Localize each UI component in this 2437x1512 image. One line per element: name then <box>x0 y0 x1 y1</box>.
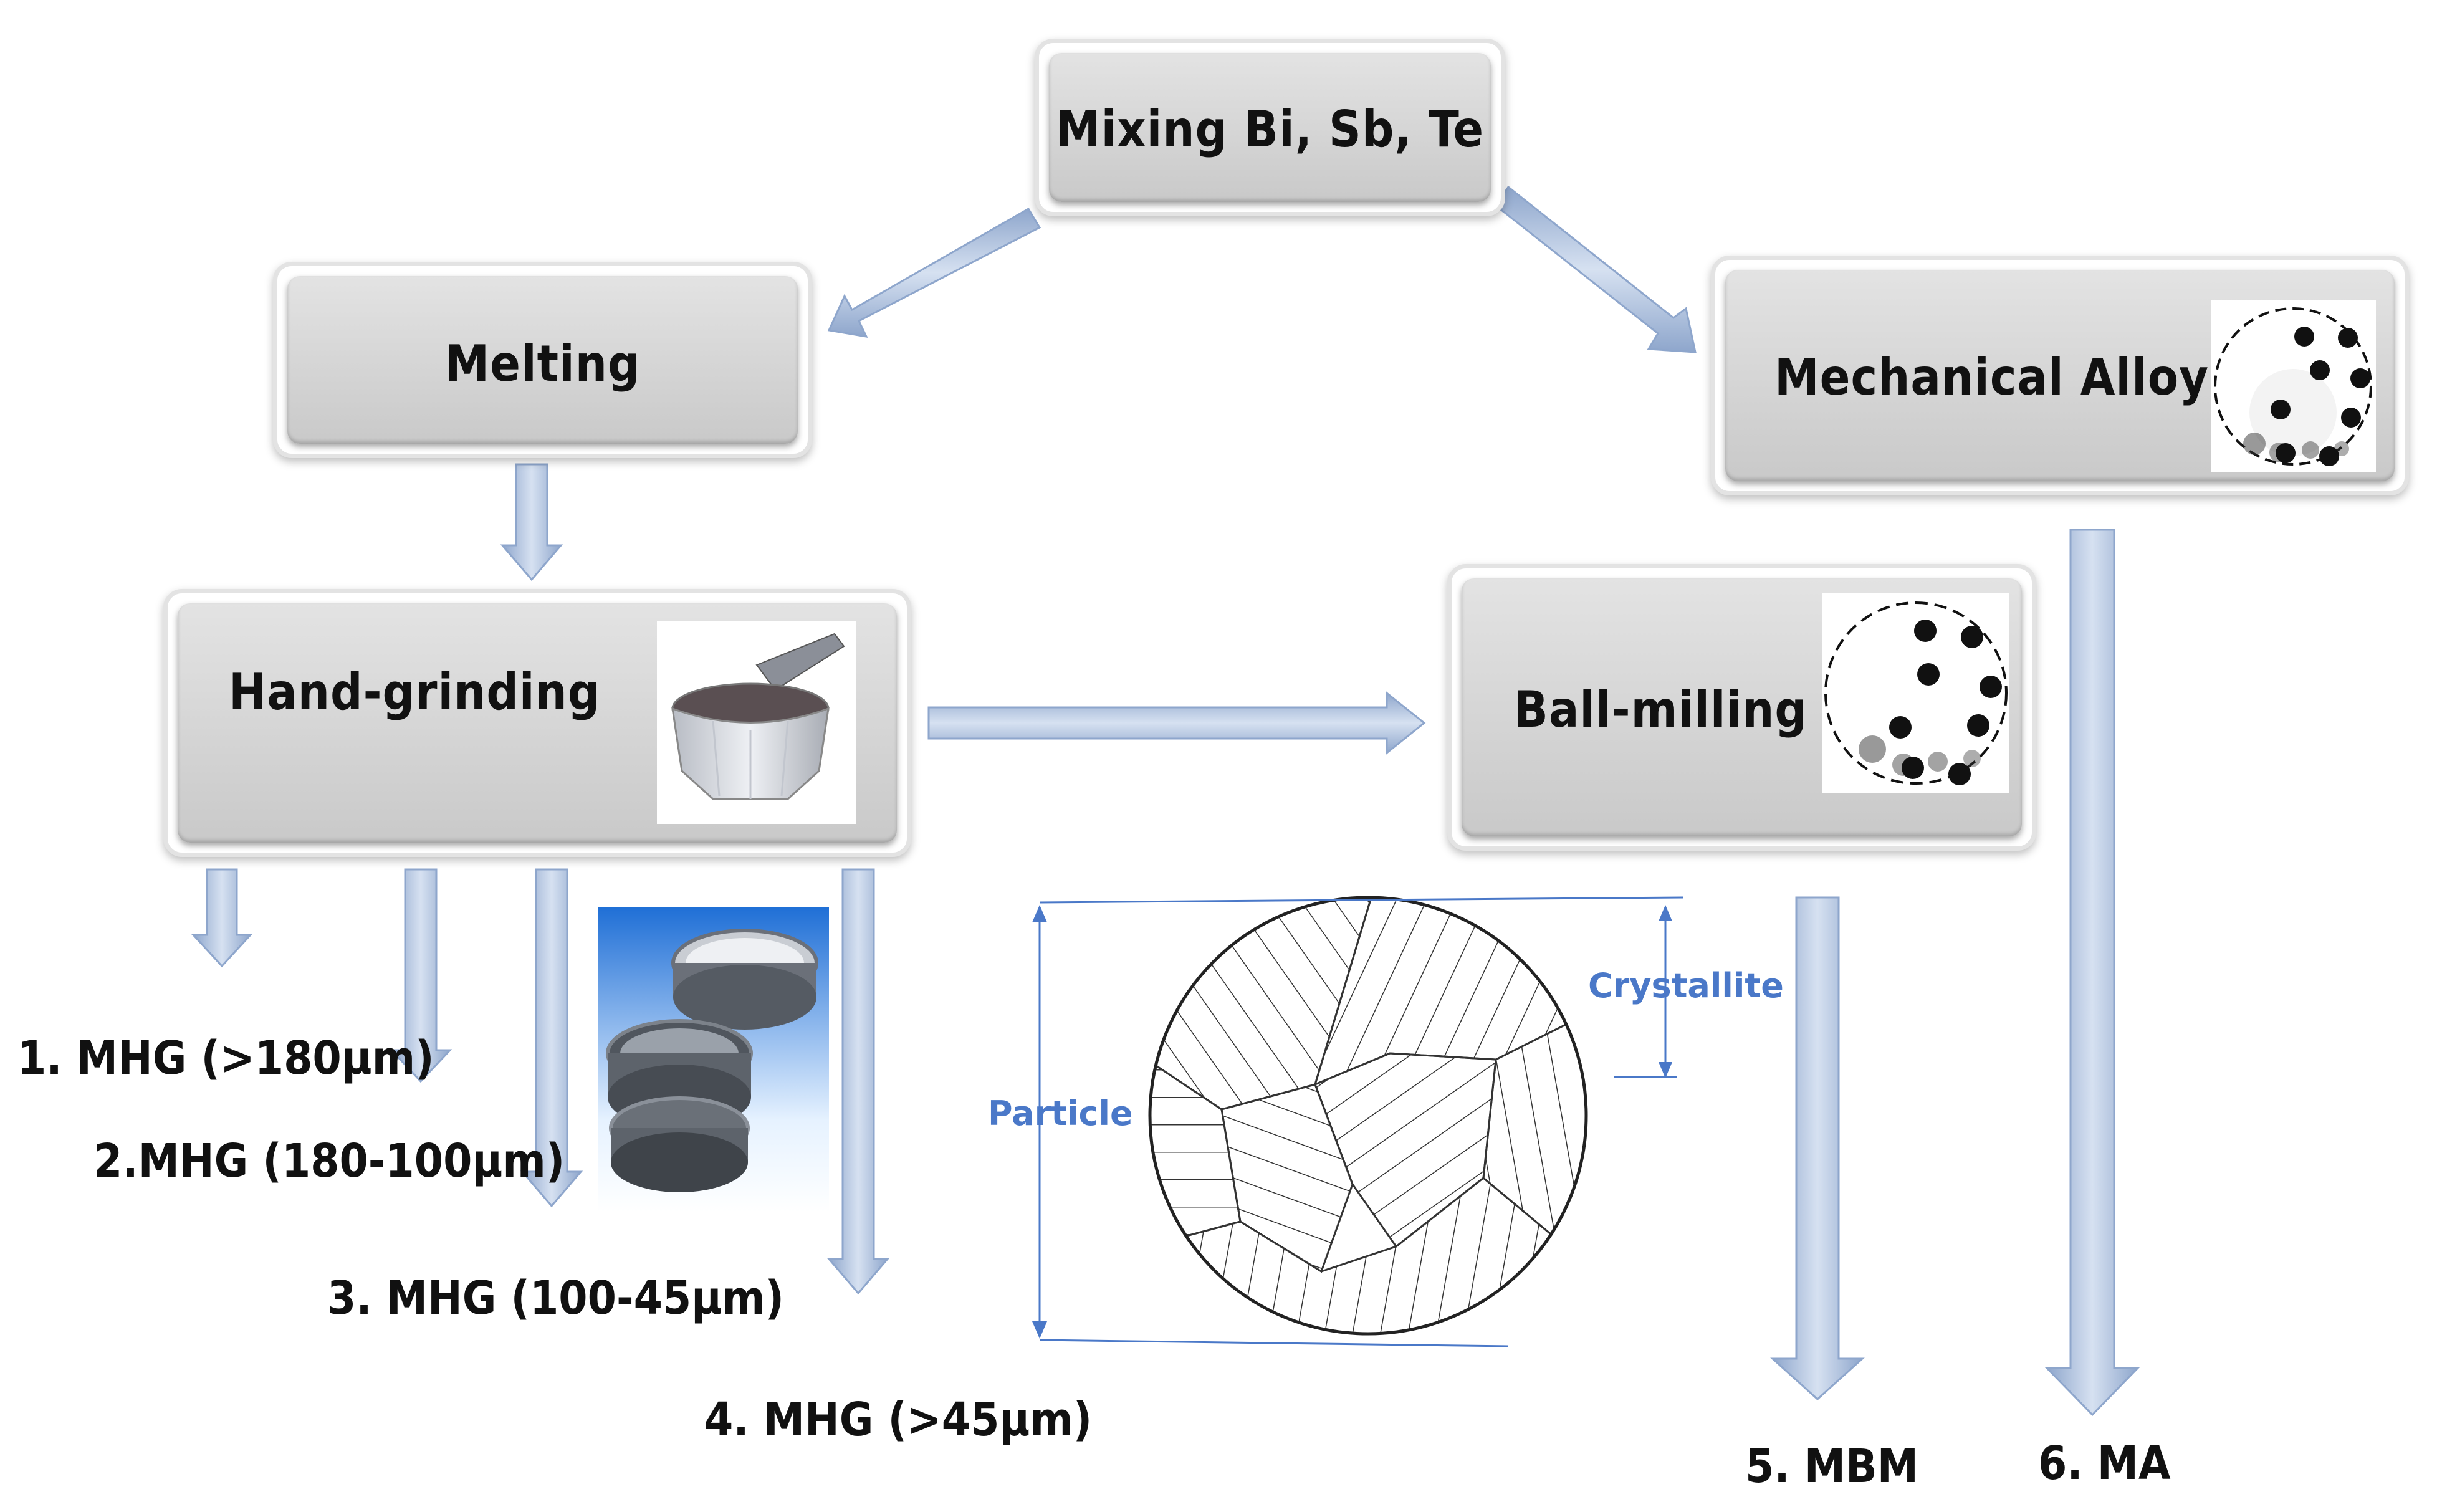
ball-milling-box: Ball-milling <box>1447 564 2036 851</box>
hand-grinding-label: Hand-grinding <box>229 663 601 721</box>
output-mhg-4: 4. MHG (>45μm) <box>704 1393 1093 1447</box>
hand-grinding-box: Hand-grinding <box>163 589 911 857</box>
crystallite-label: Crystallite <box>1588 966 1784 1005</box>
mortar-and-pestle-icon <box>657 621 856 824</box>
arrow-melting-to-hand-grinding <box>500 463 563 581</box>
crystallite-dimension-line <box>1614 905 1677 1078</box>
sieve-stack-icon <box>598 907 829 1212</box>
arrow-to-mhg-3 <box>520 868 583 1208</box>
output-ma: 6. MA <box>2038 1437 2171 1490</box>
melting-label: Melting <box>444 335 641 393</box>
mechanical-alloying-box: Mechanical Alloying <box>1711 256 2409 495</box>
ball-mill-jar-icon <box>2211 300 2376 472</box>
melting-box: Melting <box>273 262 812 458</box>
mechanical-alloying-label: Mechanical Alloying <box>1774 348 2291 406</box>
arrow-to-mhg-1 <box>191 868 253 968</box>
particle-label: Particle <box>988 1094 1133 1133</box>
arrow-mixing-to-melting <box>827 207 1041 338</box>
output-mhg-3: 3. MHG (100-45μm) <box>327 1271 785 1325</box>
arrow-to-mhg-4 <box>826 868 890 1295</box>
ball-mill-jar-icon <box>1822 593 2009 793</box>
mixing-box: Mixing Bi, Sb, Te <box>1035 39 1505 216</box>
output-mhg-1: 1. MHG (>180μm) <box>17 1031 434 1085</box>
arrow-mixing-to-mechanical-alloying <box>1494 185 1697 353</box>
particle-dimension-line <box>1032 896 1683 1347</box>
particle-outline <box>1148 896 1588 1336</box>
arrow-hand-grinding-to-ball-milling <box>927 691 1426 755</box>
arrow-ball-milling-to-mbm <box>1770 896 1865 1401</box>
mixing-label: Mixing Bi, Sb, Te <box>1055 100 1485 158</box>
output-mhg-2: 2.MHG (180-100μm) <box>93 1134 565 1188</box>
crystallite-grains <box>1150 897 1586 1334</box>
arrow-to-mhg-2 <box>389 868 452 1083</box>
arrow-mechanical-alloying-to-ma <box>2044 529 2140 1417</box>
output-mbm: 5. MBM <box>1745 1440 1919 1493</box>
ball-milling-label: Ball-milling <box>1514 681 1807 739</box>
